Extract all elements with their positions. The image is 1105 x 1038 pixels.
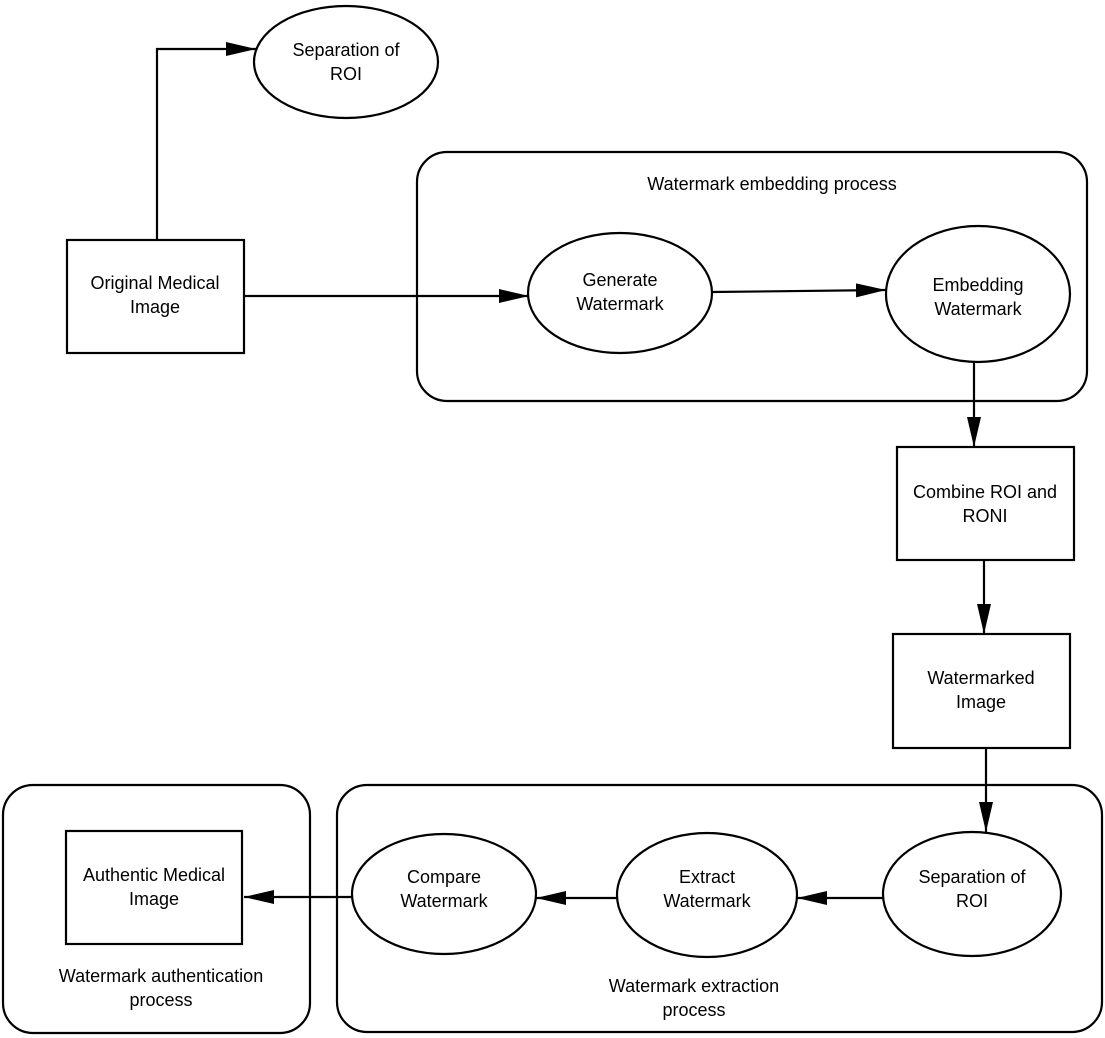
svg-text:ROI: ROI	[330, 64, 362, 84]
watermarked-image-node: Watermarked Image	[891, 632, 1072, 750]
svg-text:Embedding: Embedding	[932, 275, 1023, 295]
svg-text:Watermark: Watermark	[663, 891, 751, 911]
svg-text:Extract: Extract	[679, 867, 735, 887]
svg-text:Compare: Compare	[407, 867, 481, 887]
authentication-process-title-line2: process	[129, 990, 192, 1010]
svg-text:RONI: RONI	[963, 506, 1008, 526]
svg-text:Authentic Medical: Authentic Medical	[83, 865, 225, 885]
svg-text:Watermarked: Watermarked	[927, 668, 1034, 688]
authentication-process-group: Watermark authentication process	[1, 783, 312, 1035]
svg-text:Watermark: Watermark	[576, 294, 664, 314]
original-medical-image-node: Original Medical Image	[65, 238, 246, 355]
extraction-process-title: Watermark extraction	[609, 976, 779, 996]
embedding-process-title: Watermark embedding process	[647, 174, 896, 194]
arrow-original-to-separation	[155, 42, 256, 240]
authentic-medical-image-node: Authentic Medical Image	[64, 829, 244, 946]
svg-text:Image: Image	[129, 889, 179, 909]
svg-text:Image: Image	[956, 692, 1006, 712]
extract-watermark-node: Extract Watermark	[615, 831, 799, 959]
extraction-process-group: Watermark extraction process	[335, 783, 1104, 1034]
compare-watermark-node: Compare Watermark	[350, 832, 538, 956]
separation-of-roi-bottom-node: Separation of ROI	[881, 830, 1063, 958]
svg-text:Image: Image	[130, 297, 180, 317]
svg-text:Watermark: Watermark	[400, 891, 488, 911]
svg-text:ROI: ROI	[956, 891, 988, 911]
svg-text:Separation of: Separation of	[918, 867, 1026, 887]
arrow-generate-to-embedding	[711, 283, 887, 298]
embedding-watermark-node: Embedding Watermark	[884, 224, 1072, 364]
authentication-process-title: Watermark authentication	[59, 966, 263, 986]
connectors	[155, 42, 993, 905]
svg-text:Generate: Generate	[582, 270, 657, 290]
extraction-process-title-line2: process	[662, 1000, 725, 1020]
svg-text:Combine ROI and: Combine ROI and	[913, 482, 1057, 502]
svg-text:Watermark: Watermark	[934, 299, 1022, 319]
svg-text:Original Medical: Original Medical	[90, 273, 219, 293]
svg-text:Separation of: Separation of	[292, 40, 400, 60]
separation-of-roi-top-node: Separation of ROI	[252, 4, 440, 120]
generate-watermark-node: Generate Watermark	[526, 231, 714, 355]
embedding-process-group: Watermark embedding process	[415, 150, 1089, 403]
combine-roi-and-roni-node: Combine ROI and RONI	[895, 445, 1076, 562]
